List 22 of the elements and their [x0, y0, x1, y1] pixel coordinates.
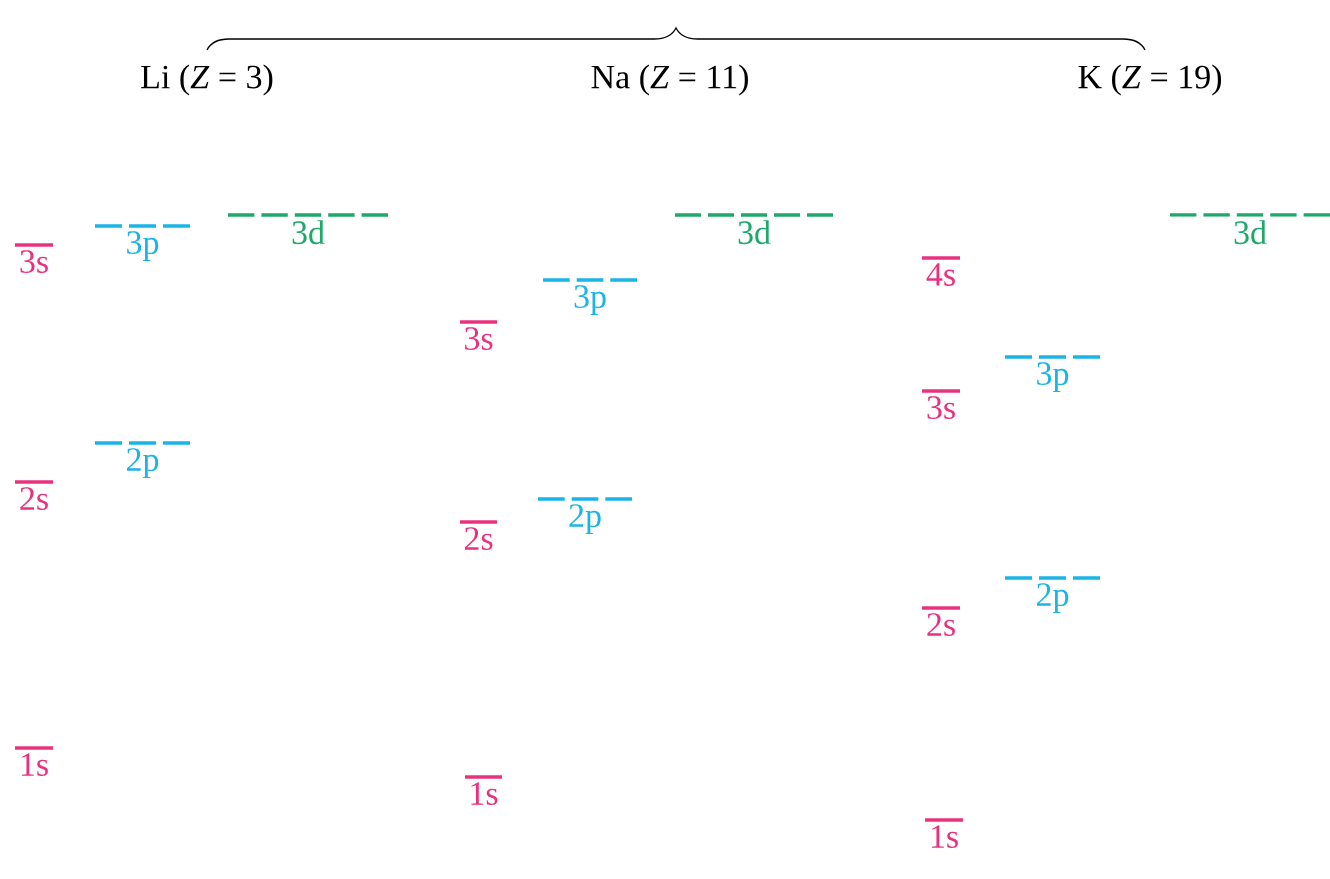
energy-level: 2p — [93, 441, 192, 478]
energy-level: 3s — [460, 320, 497, 351]
energy-level: 3p — [93, 224, 192, 261]
energy-level: 2p — [1003, 576, 1102, 613]
element-label: Na (Z = 11) — [591, 64, 748, 96]
energy-level: 3d — [226, 213, 390, 245]
element-label: K (Z = 19) — [1078, 64, 1222, 96]
energy-level: 3p — [541, 278, 639, 315]
energy-level: 3d — [673, 213, 835, 245]
energy-level: 2s — [922, 606, 960, 637]
energy-level: 3s — [922, 389, 960, 420]
energy-level: 3s — [15, 243, 53, 274]
energy-level: 1s — [465, 775, 502, 805]
energy-level: 3d — [1168, 213, 1330, 245]
energy-level: 2s — [15, 480, 53, 511]
energy-level: 1s — [925, 818, 963, 848]
element-label: Li (Z = 3) — [141, 64, 273, 96]
energy-level: 2s — [460, 520, 497, 551]
energy-level: 3p — [1003, 355, 1102, 392]
energy-level: 1s — [15, 746, 53, 776]
energy-level: 2p — [536, 497, 634, 534]
energy-level: 4s — [922, 256, 960, 286]
